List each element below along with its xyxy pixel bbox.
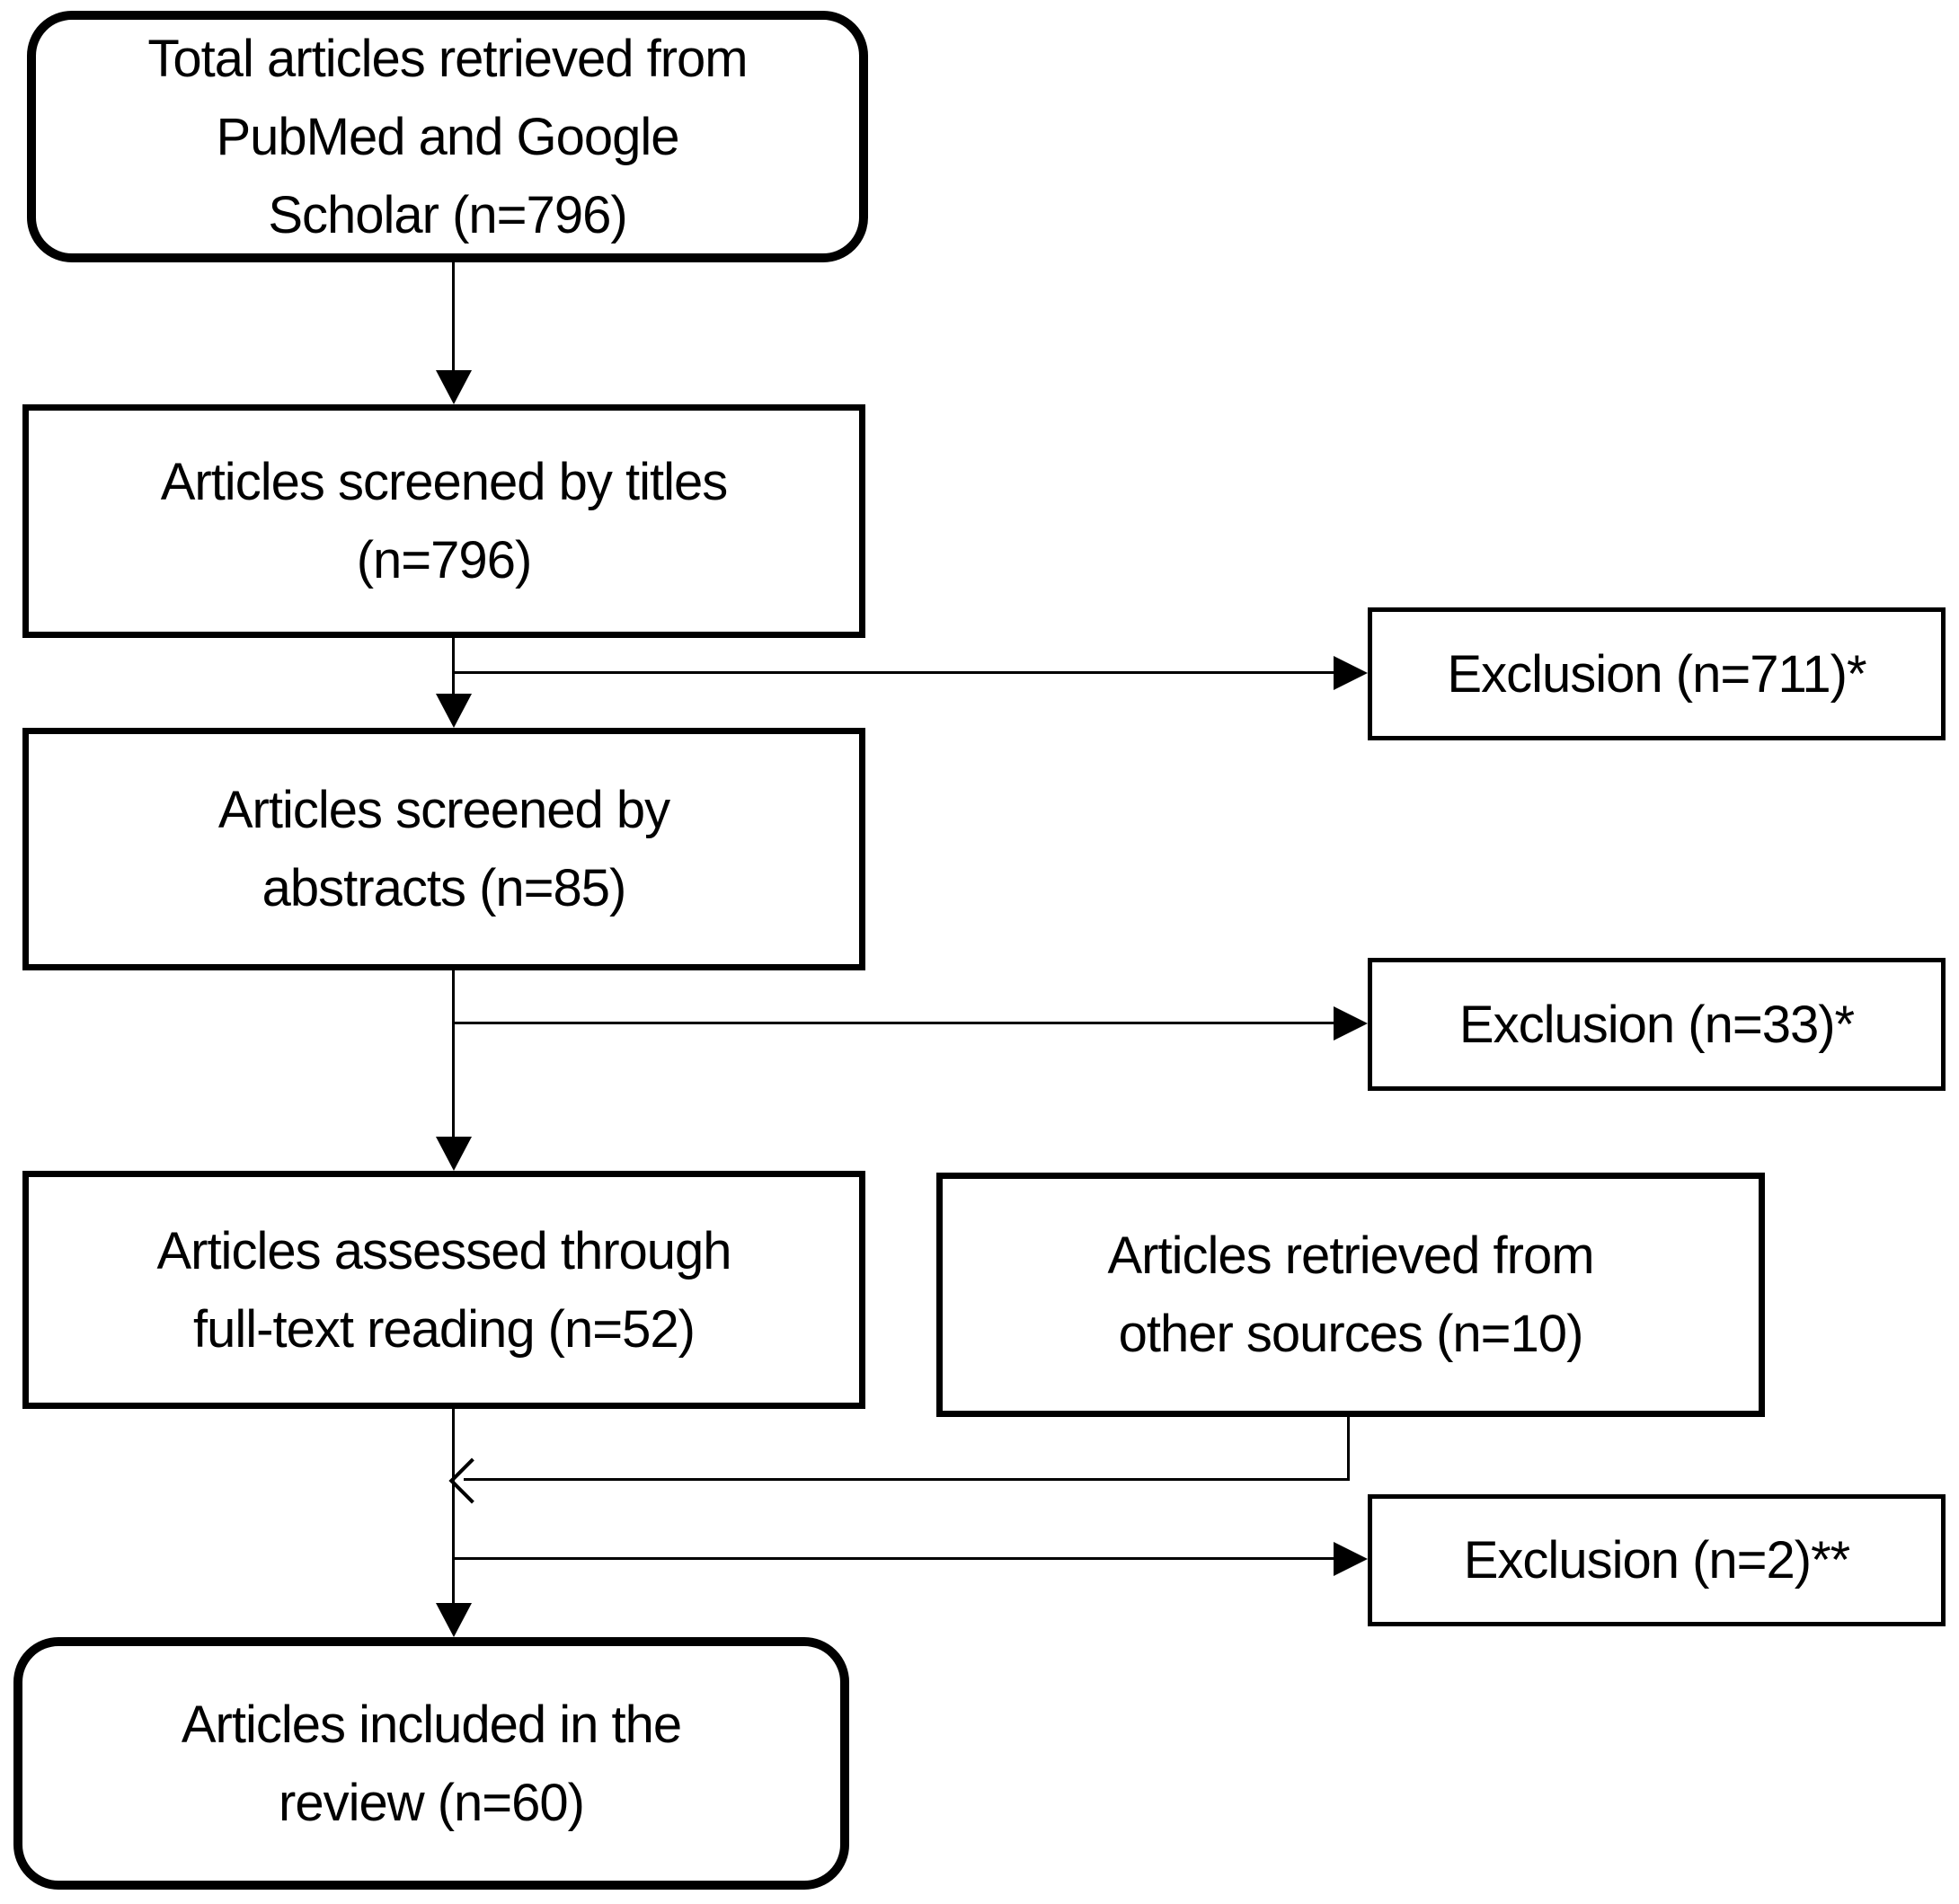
node-included-line2: review (n=60)	[279, 1773, 585, 1832]
node-included-line1: Articles included in the	[181, 1695, 682, 1754]
node-total-retrieved: Total articles retrieved from PubMed and…	[27, 11, 868, 262]
line-other-sources-down	[1347, 1417, 1350, 1481]
node-exclusion-titles-line1: Exclusion (n=711)*	[1447, 644, 1866, 704]
node-screened-titles: Articles screened by titles (n=796)	[22, 404, 865, 638]
node-fulltext: Articles assessed through full-text read…	[22, 1171, 865, 1409]
node-total-retrieved-line2: PubMed and Google	[216, 107, 679, 166]
arrowhead-abstracts-to-fulltext	[436, 1137, 472, 1171]
line-other-sources-to-fulltext	[464, 1478, 1350, 1481]
node-other-sources-line2: other sources (n=10)	[1118, 1305, 1584, 1363]
node-total-retrieved-line1: Total articles retrieved from	[147, 29, 748, 88]
arrowhead-titles-to-exclusion711	[1334, 656, 1368, 690]
arrowhead-abstracts-to-exclusion33	[1334, 1006, 1368, 1041]
arrowhead-titles-to-abstracts	[436, 694, 472, 728]
line-titles-to-abstracts	[452, 638, 455, 695]
node-screened-abstracts-line2: abstracts (n=85)	[261, 859, 627, 917]
node-other-sources: Articles retrieved from other sources (n…	[936, 1173, 1765, 1417]
node-exclusion-fulltext-line1: Exclusion (n=2)**	[1463, 1531, 1850, 1590]
node-other-sources-line1: Articles retrieved from	[1107, 1227, 1594, 1285]
arrowhead-retrieved-to-titles	[436, 370, 472, 404]
line-titles-to-exclusion711	[454, 671, 1334, 674]
line-fulltext-to-included	[452, 1409, 455, 1605]
node-exclusion-fulltext: Exclusion (n=2)**	[1368, 1494, 1946, 1626]
arrowhead-other-sources-to-fulltext	[448, 1457, 495, 1504]
node-exclusion-abstracts: Exclusion (n=33)*	[1368, 958, 1946, 1091]
node-exclusion-titles: Exclusion (n=711)*	[1368, 607, 1946, 740]
node-screened-titles-line2: (n=796)	[356, 531, 533, 589]
node-total-retrieved-line3: Scholar (n=796)	[268, 185, 627, 244]
arrowhead-fulltext-to-included	[436, 1603, 472, 1637]
node-screened-abstracts-line1: Articles screened by	[217, 781, 670, 839]
node-fulltext-line1: Articles assessed through	[156, 1221, 731, 1280]
arrowhead-fulltext-to-exclusion2	[1334, 1542, 1368, 1576]
line-fulltext-to-exclusion2	[454, 1557, 1334, 1560]
node-screened-abstracts: Articles screened by abstracts (n=85)	[22, 728, 865, 970]
node-included: Articles included in the review (n=60)	[13, 1637, 849, 1890]
line-abstracts-to-exclusion33	[454, 1022, 1334, 1024]
line-retrieved-to-titles	[452, 262, 455, 374]
node-screened-titles-line1: Articles screened by titles	[160, 453, 729, 511]
node-fulltext-line2: full-text reading (n=52)	[193, 1299, 696, 1359]
line-abstracts-to-fulltext	[452, 970, 455, 1138]
node-exclusion-abstracts-line1: Exclusion (n=33)*	[1458, 995, 1855, 1054]
